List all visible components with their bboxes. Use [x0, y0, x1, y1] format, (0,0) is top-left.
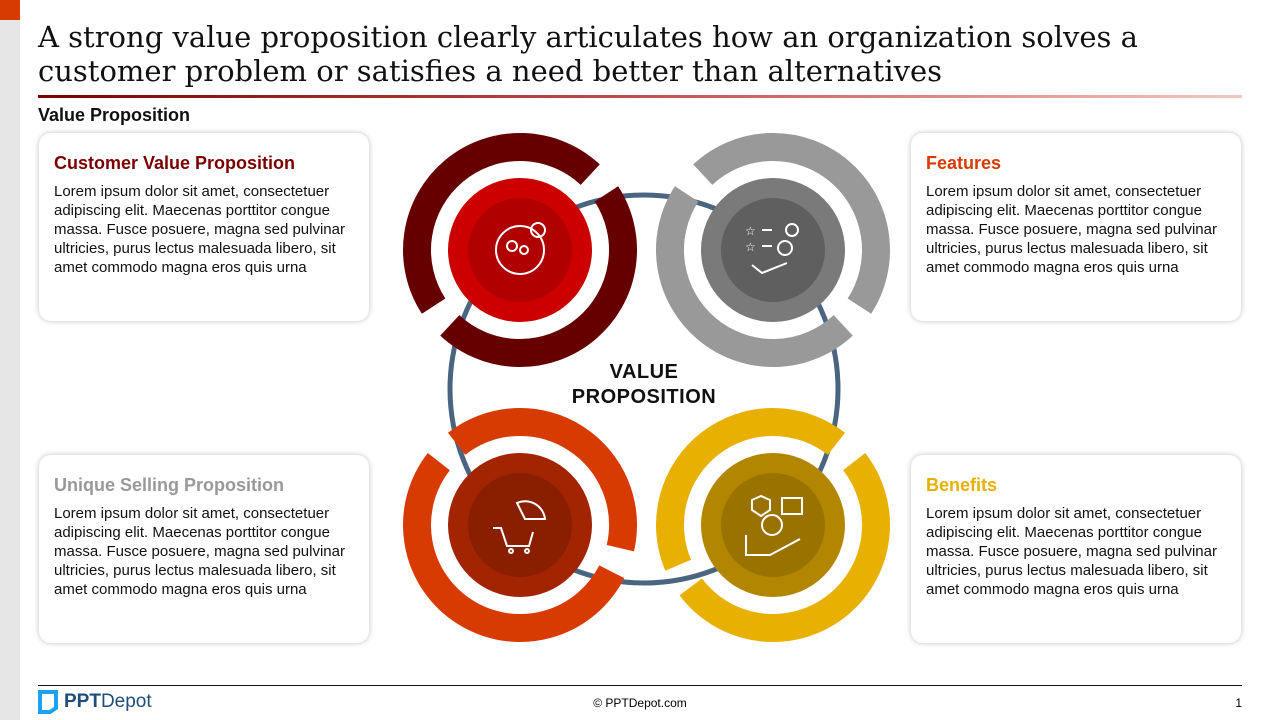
card-title: Customer Value Proposition: [54, 153, 296, 173]
card-unique-selling-proposition: Unique Selling Proposition Lorem ipsum d…: [39, 455, 369, 643]
ring-arc: [693, 133, 890, 314]
card-title: Unique Selling Proposition: [54, 475, 285, 495]
node-features: ☆☆: [701, 178, 845, 322]
node-usp: [448, 453, 592, 597]
hand-gears-icon: ☆☆: [745, 223, 799, 275]
page-number: 1: [1235, 696, 1242, 710]
ring-arc: [679, 452, 891, 642]
center-label-line1: VALUE: [609, 361, 679, 383]
svg-text:☆: ☆: [745, 240, 756, 254]
card-text: Lorem ipsum dolor sit amet, consectetuer…: [926, 505, 1217, 598]
center-label-line2: PROPOSITION: [571, 386, 717, 408]
slide-subtitle: Value Proposition: [38, 105, 191, 125]
pptdepot-logo: PPTDepot: [38, 690, 152, 714]
hand-money-icon: [745, 494, 803, 556]
ring-arc: [656, 408, 846, 571]
ring-arc: [403, 133, 600, 314]
ring-arc: [447, 408, 637, 552]
card-features: Features Lorem ipsum dolor sit amet, con…: [911, 133, 1241, 321]
card-title: Features: [926, 153, 1002, 173]
accent-square: [0, 0, 20, 20]
slide-title: A strong value proposition clearly artic…: [38, 20, 1138, 88]
card-benefits: Benefits Lorem ipsum dolor sit amet, con…: [911, 455, 1241, 643]
node-customer: [448, 178, 592, 322]
logo-icon: [38, 690, 58, 714]
ring-arc: [440, 186, 637, 367]
ring-arc: [403, 452, 625, 642]
center-label: VALUE PROPOSITION: [544, 360, 744, 410]
center-ring: [447, 192, 841, 586]
card-customer-value-proposition: Customer Value Proposition Lorem ipsum d…: [39, 133, 369, 321]
left-bar: [0, 0, 20, 720]
card-text: Lorem ipsum dolor sit amet, consectetuer…: [54, 183, 345, 276]
ring-arc: [656, 186, 853, 367]
card-text: Lorem ipsum dolor sit amet, consectetuer…: [926, 183, 1217, 276]
title-underline: [38, 95, 1242, 98]
card-text: Lorem ipsum dolor sit amet, consectetuer…: [54, 505, 345, 598]
svg-text:☆: ☆: [745, 224, 756, 238]
card-title: Benefits: [926, 475, 998, 495]
logo-bold: PPT: [64, 691, 101, 712]
cart-percent-icon: [493, 500, 547, 554]
customer-percent-icon: [495, 222, 546, 275]
logo-light: Depot: [100, 691, 152, 712]
copyright: © PPTDepot.com: [593, 696, 687, 710]
node-benefits: [701, 453, 845, 597]
footer-rule: [38, 685, 1242, 686]
